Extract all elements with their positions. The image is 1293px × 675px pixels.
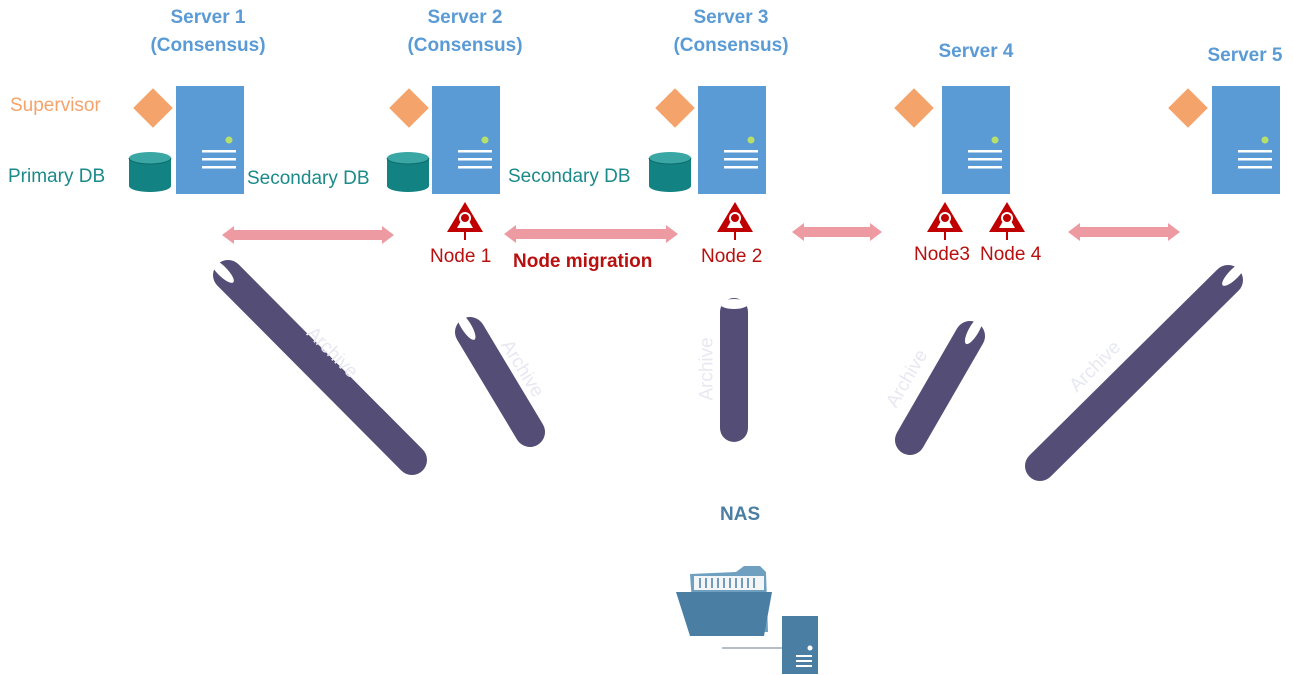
secondary-database-icon [648,151,692,193]
node-3-label: Node3 [914,244,970,265]
node-1-label: Node 1 [430,246,492,267]
server-name: Server 5 [1207,45,1283,66]
node-migration-label: Node migration [513,251,653,272]
archive-pipe-icon [720,298,748,442]
server-3-title: Server 3 (Consensus) [641,4,821,60]
node-4-icon [988,201,1026,241]
supervisor-diamond-icon [894,88,934,128]
archive-pipe-icon [210,259,427,475]
server-4-title: Server 4 [886,38,1066,66]
server-name: Server 4 [938,41,1014,62]
archive-pipe-icon [455,312,545,447]
server-role: (Consensus) [150,35,266,56]
primary-database-icon [128,151,172,193]
secondary-db-label: Secondary DB [247,168,370,189]
supervisor-diamond-icon [389,88,429,128]
server-2-icon [432,86,500,194]
server-3-icon [698,86,766,194]
archive-pipe-icon [1025,262,1246,481]
server-4-icon [942,86,1010,194]
double-arrow-icon [1068,223,1180,241]
node-1-icon [446,201,484,241]
server-5-title: Server 5 [1155,42,1293,70]
server-2-title: Server 2 (Consensus) [375,4,555,60]
server-1-icon [176,86,244,194]
archive-pipe-icon [895,315,985,455]
node-4-label: Node 4 [980,244,1042,265]
double-arrow-icon [222,226,394,244]
server-role: (Consensus) [407,35,523,56]
node-2-icon [716,201,754,241]
server-name: Server 1 [170,7,246,28]
supervisor-diamond-icon [655,88,695,128]
server-role: (Consensus) [673,35,789,56]
node-3-icon [926,201,964,241]
secondary-db-label: Secondary DB [508,166,631,187]
nas-label: NAS [720,504,761,525]
server-name: Server 3 [693,7,769,28]
server-5-icon [1212,86,1280,194]
supervisor-label: Supervisor [10,95,101,116]
supervisor-diamond-icon [1168,88,1208,128]
double-arrow-icon [504,225,678,243]
secondary-database-icon [386,151,430,193]
primary-db-label: Primary DB [8,166,106,187]
archive-label: Archive [696,337,718,401]
supervisor-diamond-icon [133,88,173,128]
node-2-label: Node 2 [701,246,763,267]
nas-folder-icon [676,566,818,674]
server-1-title: Server 1 (Consensus) [118,4,298,60]
server-name: Server 2 [427,7,503,28]
double-arrow-icon [792,223,882,241]
